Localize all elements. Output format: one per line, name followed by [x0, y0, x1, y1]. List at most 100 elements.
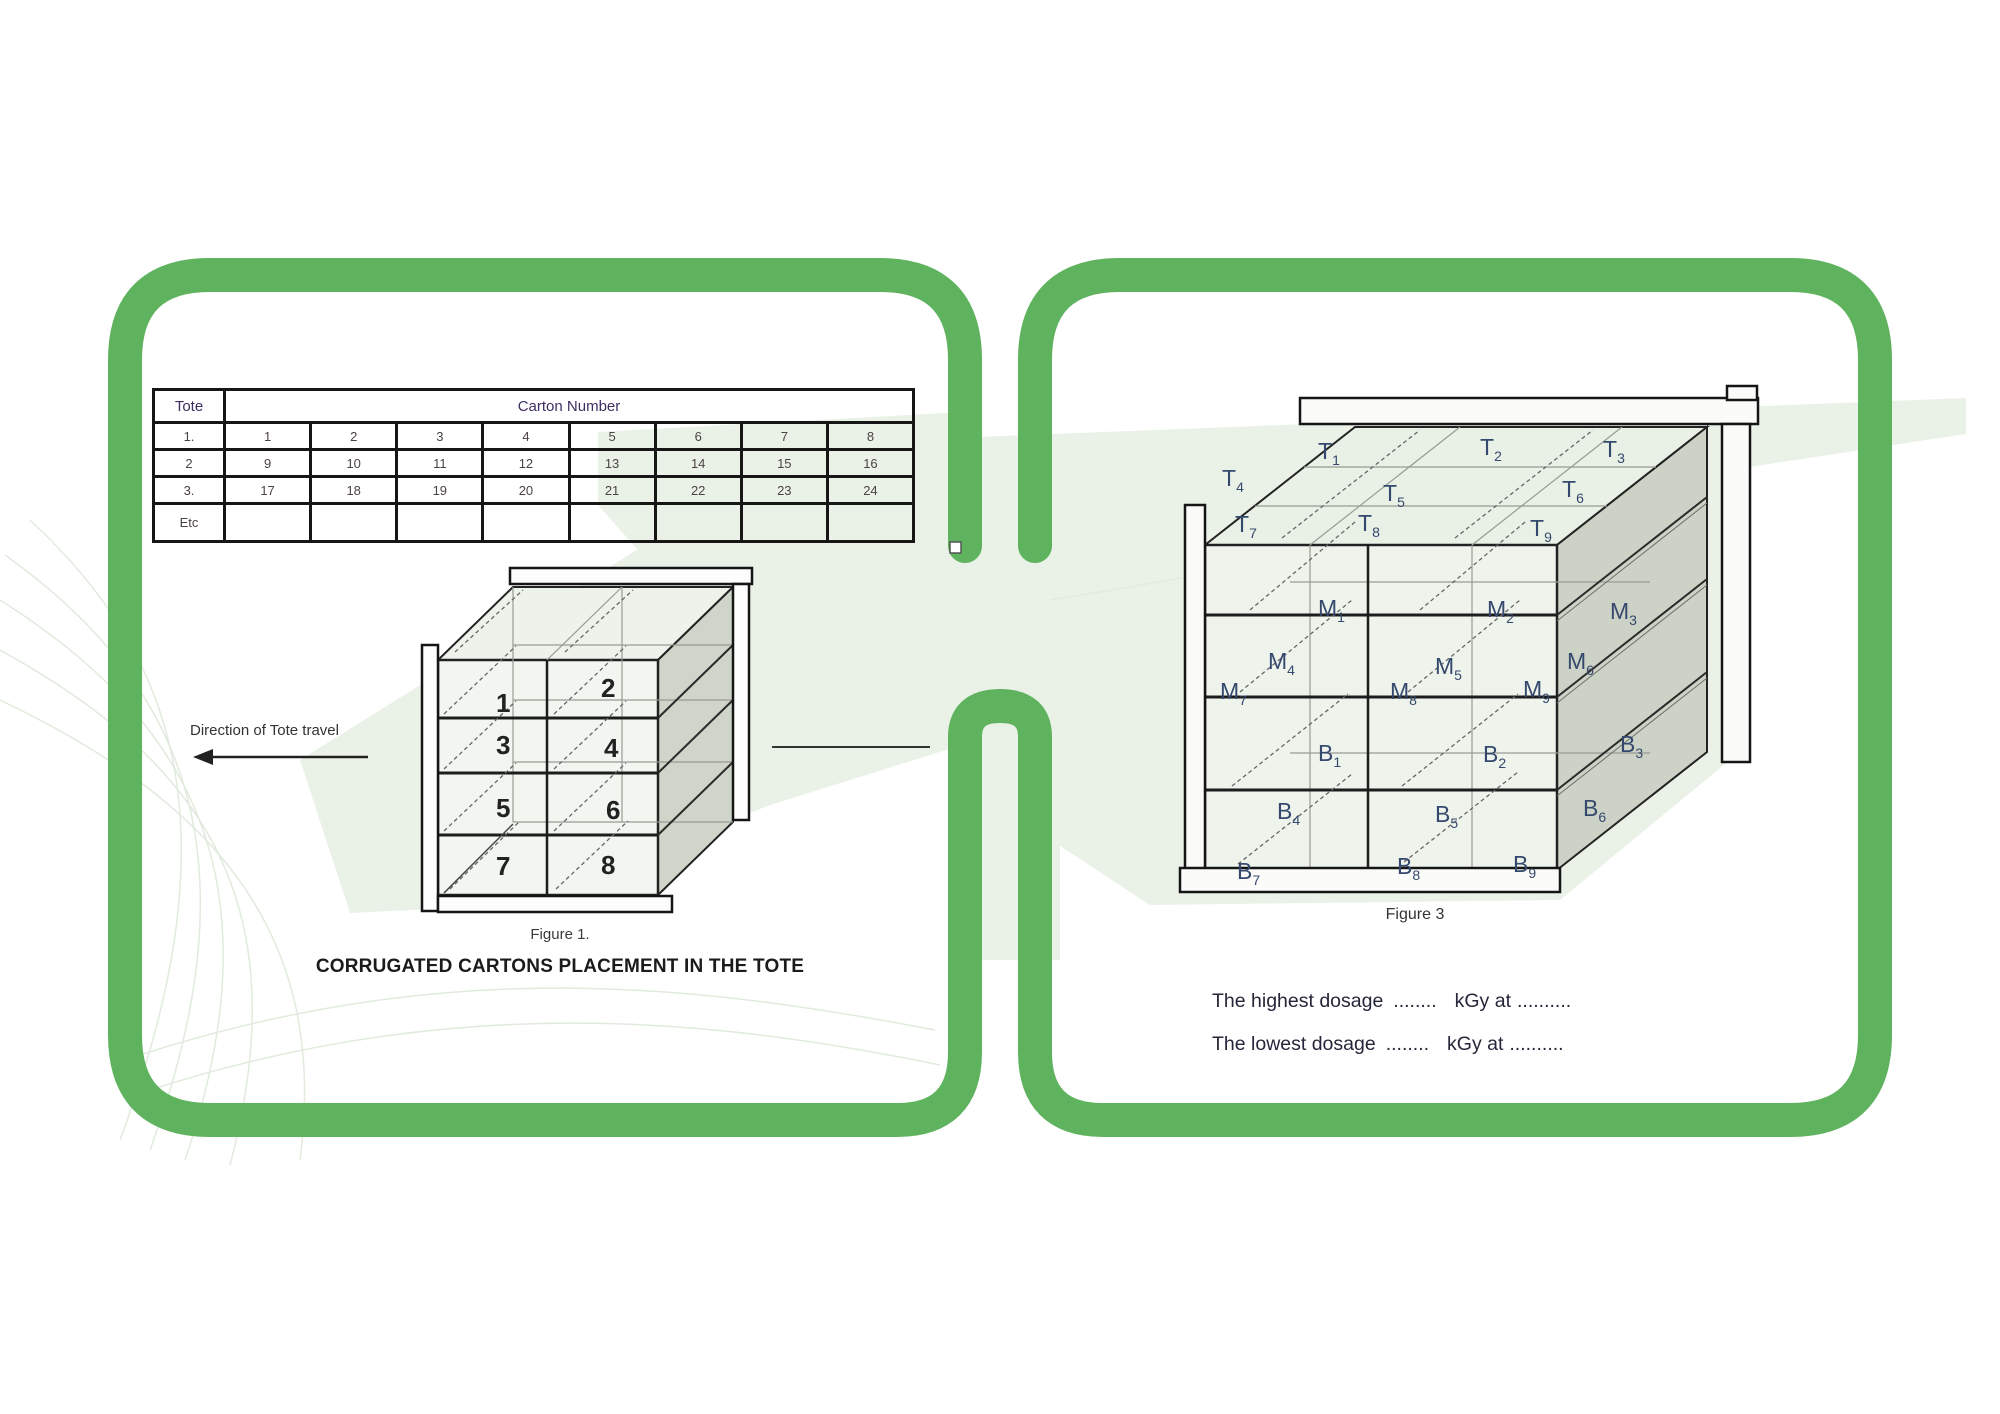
dosimeter-label-B2: B2: [1483, 741, 1506, 771]
carton-number-cell: [825, 502, 916, 543]
carton-number-cell: [309, 502, 399, 543]
carton-number-cell: 18: [309, 475, 399, 505]
rack-side-shelf-thickness: [1556, 502, 1708, 797]
dosimeter-label-M3: M3: [1610, 598, 1637, 628]
carton-number-cell: 13: [567, 448, 657, 478]
highest-dosage-label: The highest dosage: [1212, 990, 1384, 1012]
dosimeter-label-T3: T3: [1603, 436, 1625, 466]
dosimeter-label-T9: T9: [1530, 515, 1552, 545]
carton-position-label-1: 1: [496, 688, 510, 718]
carton-position-label-4: 4: [604, 733, 619, 763]
carton-number-cell: [222, 502, 313, 543]
rack-front-face: [1203, 543, 1559, 872]
tote-bottom-rail: [436, 894, 674, 914]
carton-position-label-7: 7: [496, 851, 510, 881]
tote-rails-posts: [420, 566, 754, 914]
highest-dosage-unit: kGy at: [1454, 990, 1511, 1012]
carton-number-cell: 16: [825, 448, 916, 478]
dosimeter-label-B6: B6: [1583, 795, 1606, 825]
carton-number-cell: 2: [309, 421, 399, 451]
rack-dashed-diagonals: [1231, 429, 1594, 865]
dosimeter-label-B9: B9: [1513, 851, 1536, 881]
rack-bottom-rail: [1178, 866, 1562, 894]
carton-number-cell: 4: [481, 421, 571, 451]
left-slide-frame: [108, 258, 1017, 1137]
table-row: Etc: [152, 502, 916, 543]
carton-number-cell: 5: [567, 421, 657, 451]
carton-number-cell: 24: [825, 475, 916, 505]
dosimeter-label-M2: M2: [1487, 596, 1514, 626]
carton-number-cell: 11: [395, 448, 485, 478]
carton-number-cell: 10: [309, 448, 399, 478]
carton-number-cell: 7: [739, 421, 829, 451]
dosimeter-label-T1: T1: [1318, 438, 1340, 468]
tote-top-rail: [508, 566, 754, 586]
tote-number-cell: 1.: [152, 421, 226, 451]
tote-side-shelf-edges: [657, 644, 734, 836]
lowest-dosage-line: The lowest dosage........kGy at.........…: [1212, 1023, 1571, 1066]
carton-number-cell: 22: [653, 475, 743, 505]
carton-number-cell: 1: [222, 421, 313, 451]
tote-dashed-diagonals: [443, 589, 634, 890]
carton-number-cell: 9: [222, 448, 313, 478]
dosimeter-label-M1: M1: [1318, 595, 1345, 625]
lowest-dosage-location-blank: ..........: [1509, 1033, 1564, 1055]
rack-left-post: [1183, 503, 1207, 880]
carton-number-header-cell: Carton Number: [223, 388, 915, 424]
carton-number-cell: 6: [653, 421, 743, 451]
highest-dosage-line: The highest dosage........kGy at........…: [1212, 980, 1571, 1023]
figure1-title: CORRUGATED CARTONS PLACEMENT IN THE TOTE: [315, 956, 805, 977]
figure1-caption: Figure 1.: [530, 926, 590, 943]
carton-position-label-5: 5: [496, 793, 510, 823]
carton-number-cell: 15: [739, 448, 829, 478]
dosimeter-label-T6: T6: [1562, 476, 1584, 506]
dosimeter-label-M8: M8: [1390, 678, 1417, 708]
rack-right-post: [1720, 422, 1752, 764]
dosimeter-label-M9: M9: [1523, 676, 1550, 706]
direction-arrow: [193, 749, 368, 765]
dosimeter-label-B8: B8: [1397, 853, 1420, 883]
dosimeter-label-B4: B4: [1277, 798, 1300, 828]
carton-number-cell: [395, 502, 485, 543]
dosimeter-label-B7: B7: [1237, 858, 1260, 888]
lowest-dosage-unit: kGy at: [1447, 1033, 1504, 1055]
dosimeter-label-T2: T2: [1480, 434, 1502, 464]
carton-number-cell: [653, 502, 743, 543]
dosage-fill-in-lines: The highest dosage........kGy at........…: [1212, 980, 1571, 1066]
tote-number-cell: 2: [152, 448, 226, 478]
carton-number-cell: 19: [395, 475, 485, 505]
carton-number-cell: 21: [567, 475, 657, 505]
carton-position-label-3: 3: [496, 730, 510, 760]
carton-position-label-2: 2: [601, 673, 615, 703]
table-resize-handle[interactable]: [949, 541, 962, 554]
dosimeter-label-B3: B3: [1620, 731, 1643, 761]
rack-top-rail: [1298, 396, 1760, 426]
dosimeter-label-T8: T8: [1358, 510, 1380, 540]
highest-dosage-location-blank: ..........: [1517, 990, 1572, 1012]
carton-number-cell: [481, 502, 571, 543]
dosimeter-label-M7: M7: [1220, 678, 1247, 708]
carton-number-cell: [567, 502, 657, 543]
tote-number-cell: 3.: [152, 475, 226, 505]
direction-of-travel-label: Direction of Tote travel: [190, 722, 339, 739]
dosimeter-label-M4: M4: [1268, 648, 1295, 678]
carton-number-cell: 14: [653, 448, 743, 478]
rack-rail-tab: [1725, 384, 1759, 402]
figure3-caption: Figure 3: [1385, 906, 1445, 923]
rack-shelf-lines: [1205, 613, 1557, 792]
rack-rails-posts: [1178, 384, 1760, 894]
carton-position-label-8: 8: [601, 850, 615, 880]
carton-number-cell: 8: [825, 421, 916, 451]
tote-header-cell: Tote: [152, 388, 226, 424]
carton-number-cell: 23: [739, 475, 829, 505]
dosimeter-label-T5: T5: [1383, 480, 1405, 510]
